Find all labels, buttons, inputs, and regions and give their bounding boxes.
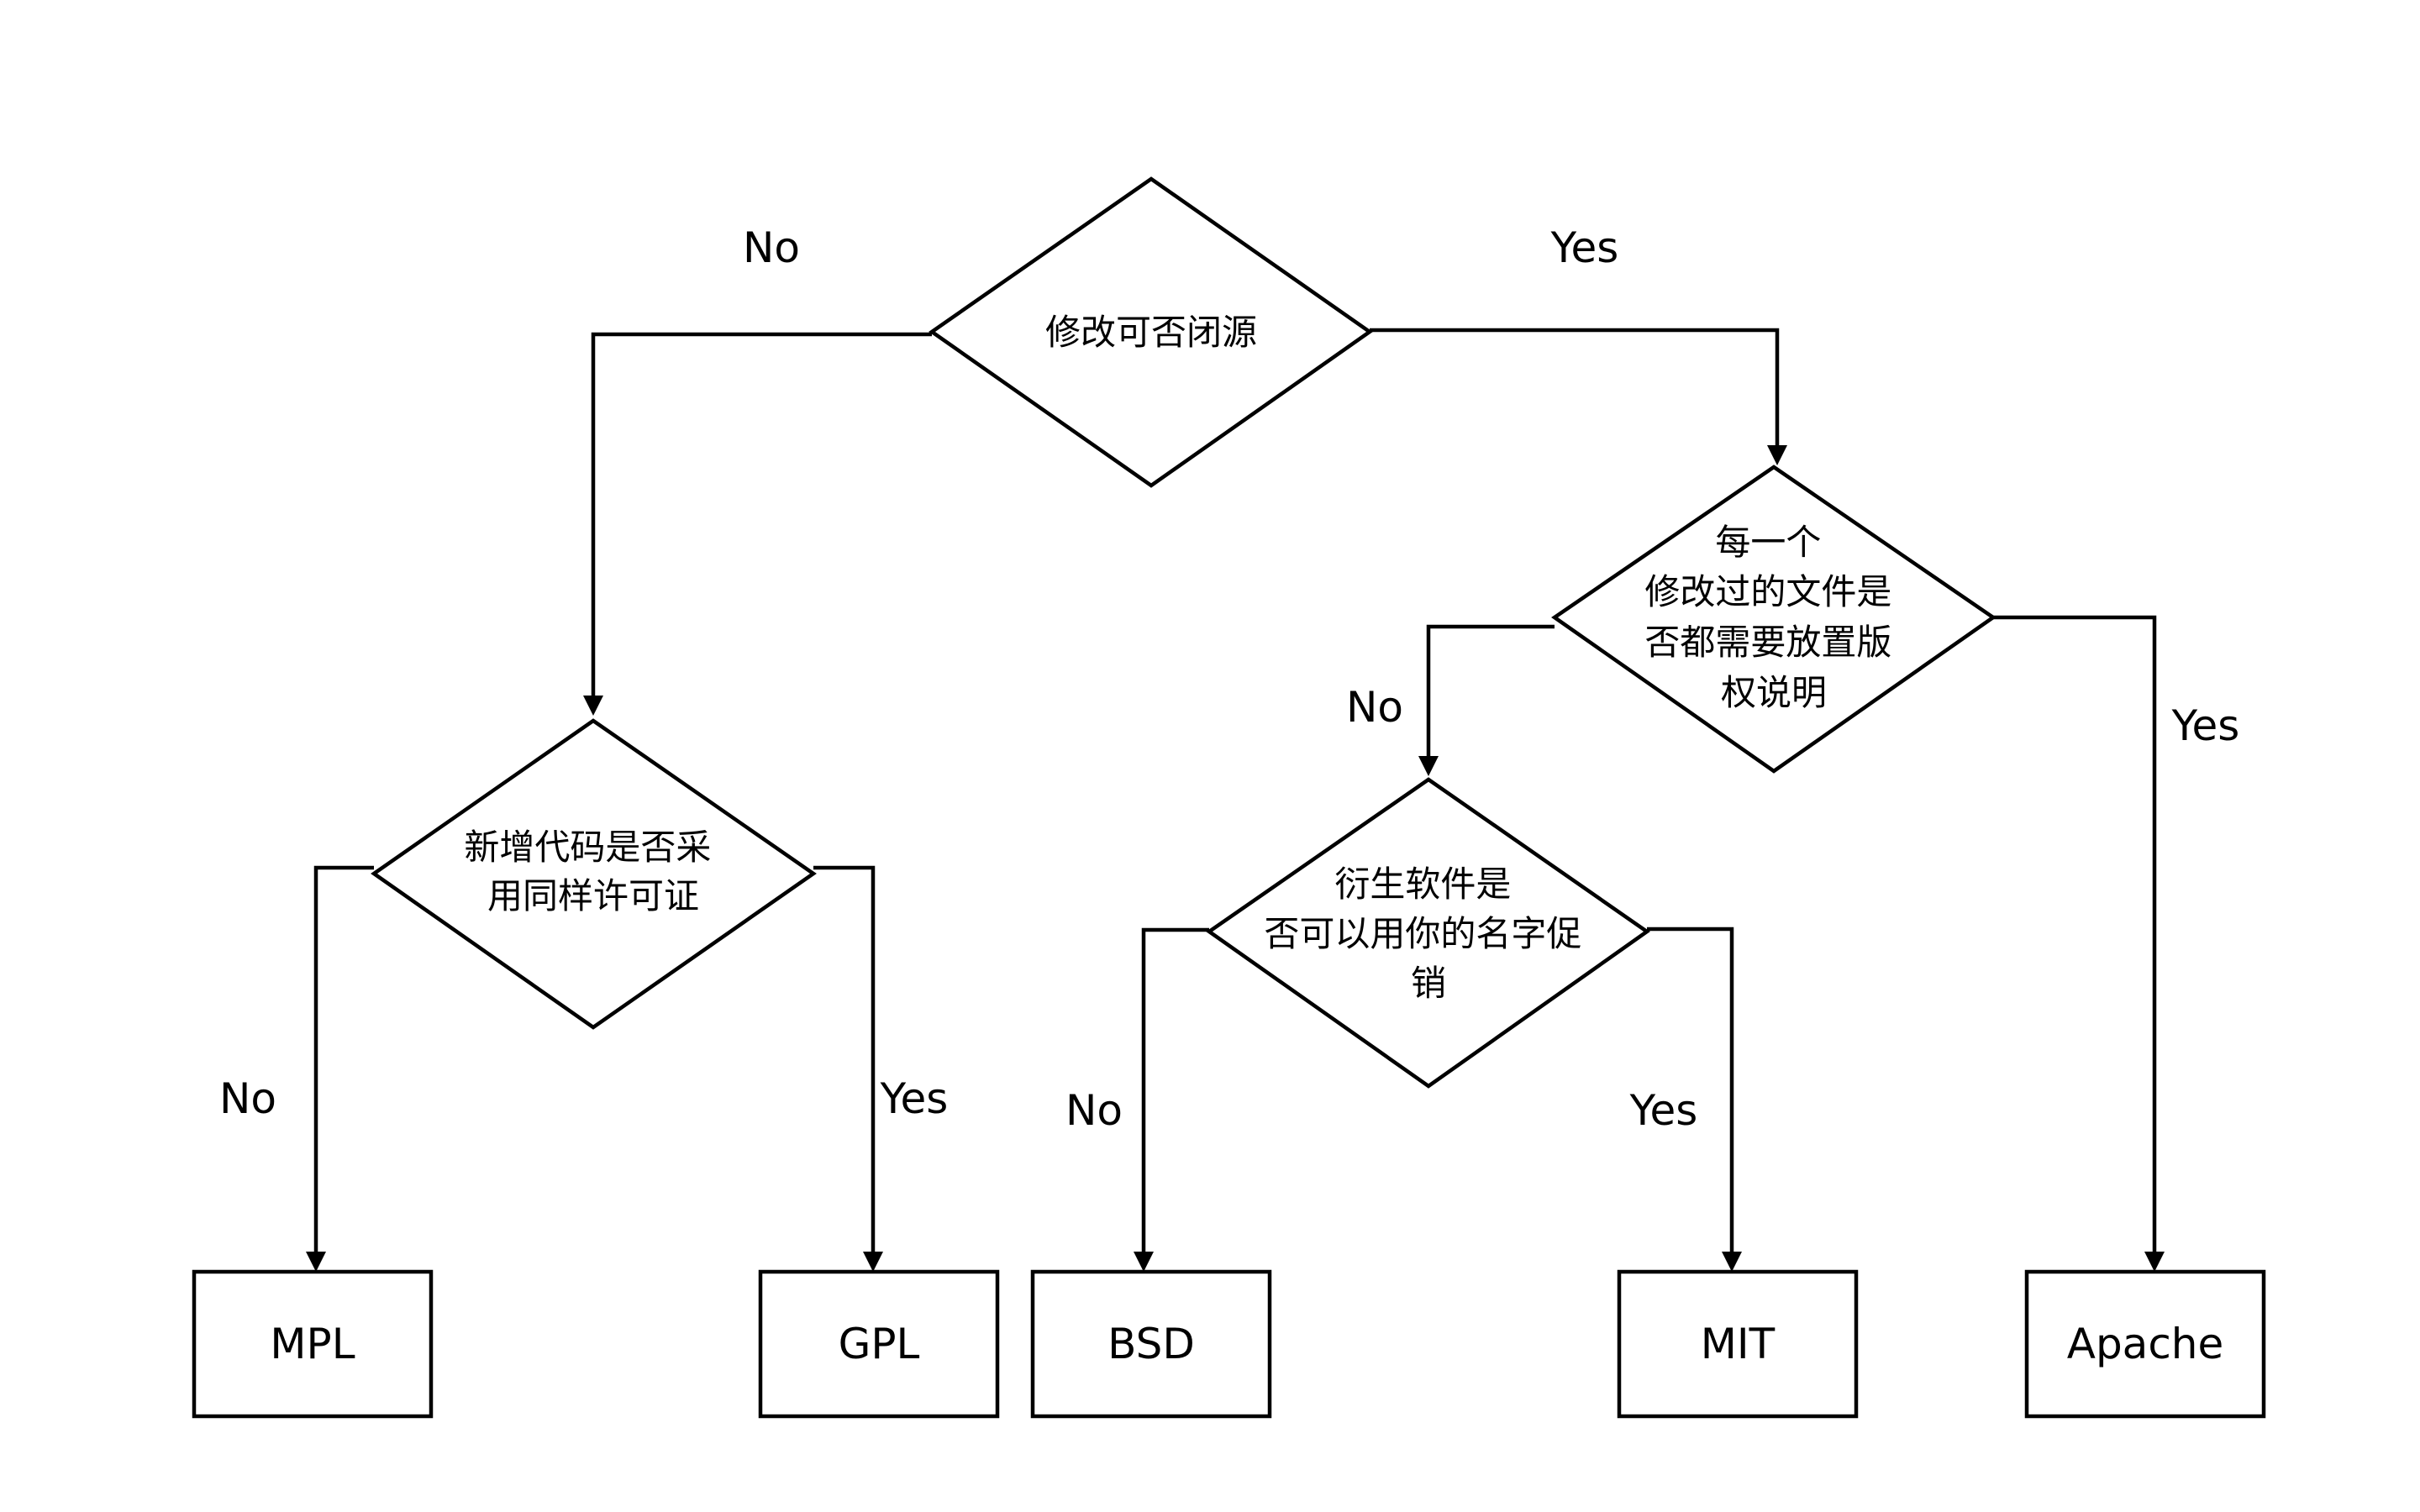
arrowhead-icon	[306, 1252, 326, 1272]
edge-promotion-yes	[1647, 927, 1734, 1253]
edge-label-closed-source-yes: Yes	[1550, 223, 1619, 272]
decision-closed-source-line-1: 修改可否闭源	[1045, 312, 1257, 353]
svg-text:每一个 修改过的文件是 否都需要放置: 每一个 修改过的文件是 否都需要放置版 权说明	[1644, 522, 1902, 713]
svg-text:衍生软件是 否可以用你的名字促 销: 衍生软件是 否可以用你的名字促 销	[1264, 864, 1592, 1004]
decision-copyright-notice: 每一个 修改过的文件是 否都需要放置版 权说明	[1551, 465, 1996, 774]
arrowhead-icon	[2144, 1252, 2165, 1272]
license-mit-label: MIT	[1701, 1320, 1776, 1368]
decision-same-license: 新增代码是否采 用同样许可证	[371, 718, 817, 1030]
decision-copyright-notice-line-2: 修改过的文件是	[1644, 571, 1891, 612]
arrowhead-icon	[1767, 445, 1787, 465]
edge-label-same-license-yes: Yes	[880, 1074, 949, 1123]
edge-promotion-no	[1141, 927, 1209, 1253]
license-mit: MIT	[1617, 1269, 1859, 1419]
edge-label-closed-source-no: No	[743, 223, 800, 272]
edge-label-promotion-yes: Yes	[1629, 1086, 1698, 1135]
edge-copyright-notice-yes	[1993, 615, 2157, 1253]
decision-copyright-notice-line-4: 权说明	[1721, 672, 1827, 713]
license-gpl-box	[758, 1269, 1000, 1419]
edge-label-copyright-notice-yes: Yes	[2171, 701, 2240, 750]
arrowhead-icon	[583, 696, 603, 716]
edge-label-copyright-notice-no: No	[1346, 683, 1403, 732]
arrowhead-icon	[1134, 1252, 1154, 1272]
edge-label-same-license-no: No	[219, 1074, 276, 1123]
license-apache-label: Apache	[2067, 1320, 2224, 1368]
license-mpl-box	[192, 1269, 434, 1419]
decision-promotion: 衍生软件是 否可以用你的名字促 销	[1206, 777, 1650, 1089]
decision-promotion-line-3: 销	[1411, 963, 1446, 1004]
decision-copyright-notice-line-1: 每一个	[1715, 522, 1821, 563]
edge-closed-source-no	[591, 332, 932, 697]
arrowhead-icon	[1418, 756, 1439, 776]
edge-same-license-no	[313, 865, 374, 1253]
svg-text:新增代码是否采 用同样许可证: 新增代码是否采 用同样许可证	[464, 827, 722, 916]
decision-closed-source: 修改可否闭源	[929, 176, 1373, 488]
decision-same-license-line-2: 用同样许可证	[487, 875, 699, 916]
license-gpl: GPL	[758, 1269, 1000, 1419]
decision-promotion-line-1: 衍生软件是	[1334, 864, 1511, 905]
license-mit-box	[1617, 1269, 1859, 1419]
decision-same-license-shape	[371, 718, 817, 1030]
arrowhead-icon	[863, 1252, 883, 1272]
arrowhead-icon	[1722, 1252, 1742, 1272]
license-bsd-box	[1030, 1269, 1272, 1419]
license-bsd-label: BSD	[1107, 1320, 1195, 1368]
license-gpl-label: GPL	[839, 1320, 920, 1368]
license-mpl: MPL	[192, 1269, 434, 1419]
edge-copyright-notice-no	[1426, 624, 1555, 758]
license-apache: Apache	[2024, 1269, 2266, 1419]
svg-text:修改可否闭源: 修改可否闭源	[1045, 312, 1257, 353]
decision-promotion-line-2: 否可以用你的名字促	[1264, 913, 1581, 954]
license-bsd: BSD	[1030, 1269, 1272, 1419]
license-mpl-label: MPL	[270, 1320, 355, 1368]
decision-closed-source-shape	[929, 176, 1373, 488]
edge-label-promotion-no: No	[1065, 1086, 1123, 1135]
decision-promotion-shape	[1206, 777, 1650, 1089]
edge-closed-source-yes	[1370, 328, 1780, 447]
decision-copyright-notice-line-3: 否都需要放置版	[1644, 622, 1891, 663]
decision-copyright-notice-shape	[1551, 465, 1996, 774]
license-apache-box	[2024, 1269, 2266, 1419]
edge-same-license-yes	[813, 865, 876, 1253]
decision-same-license-line-1: 新增代码是否采	[464, 827, 711, 868]
